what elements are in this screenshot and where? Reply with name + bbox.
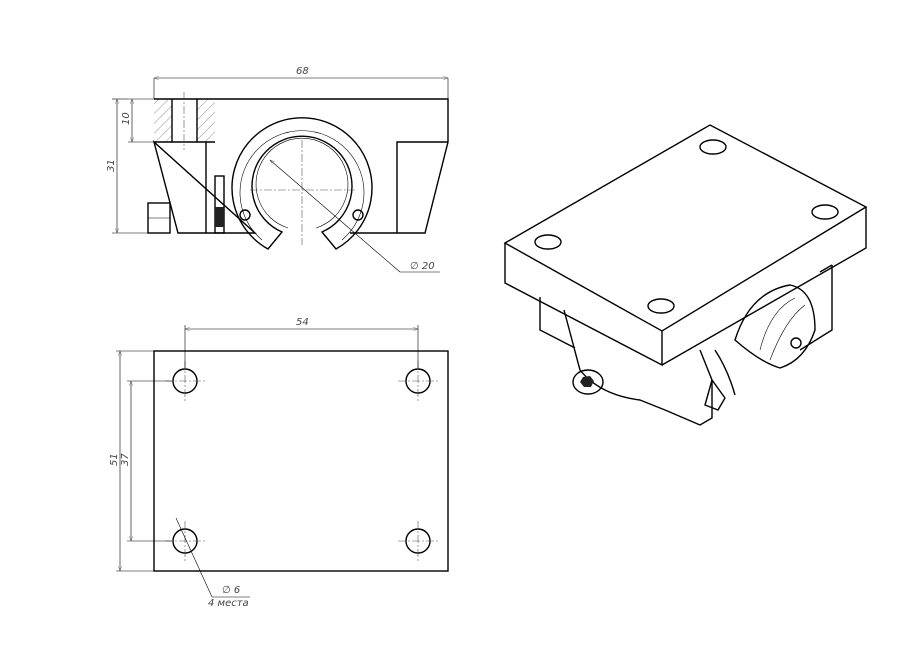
dim-hole-6: ∅ 6 xyxy=(222,585,240,596)
dim-width-68: 68 xyxy=(296,66,309,77)
plate-outline xyxy=(153,350,449,572)
dim-spacing-37: 37 xyxy=(120,453,131,466)
isometric-view xyxy=(503,124,868,426)
section-hatch-left xyxy=(154,99,172,142)
hole-count-note: 4 места xyxy=(208,598,249,609)
hex-socket-screw xyxy=(572,369,604,395)
dim-bore-20: ∅ 20 xyxy=(410,261,435,272)
dim-spacing-54: 54 xyxy=(296,317,309,328)
front-view: 68 10 31 ∅ 20 xyxy=(106,66,449,273)
clamp-slot xyxy=(214,175,225,234)
dim-length-51: 51 xyxy=(109,453,120,466)
set-screw xyxy=(215,207,224,227)
top-view: 54 51 37 ∅ 6 4 места xyxy=(109,317,449,609)
bearing-ring xyxy=(231,117,373,250)
section-hatch-right xyxy=(197,99,215,142)
mounting-holes xyxy=(165,361,438,561)
dim-height-31: 31 xyxy=(106,159,117,172)
housing-edges xyxy=(154,99,448,233)
dim-plate-10: 10 xyxy=(121,112,132,125)
